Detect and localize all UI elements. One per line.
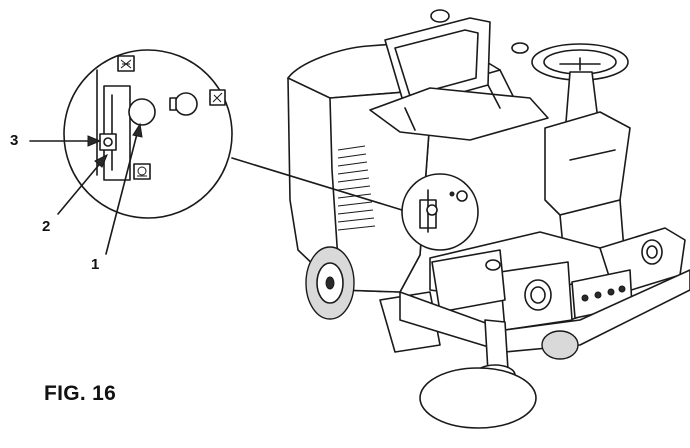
pictogram-icon <box>133 163 151 180</box>
detail-magnified-circle <box>63 49 233 219</box>
rear-wheel <box>305 246 355 320</box>
steering-wheel <box>531 43 629 123</box>
detail-leader-line <box>231 157 403 211</box>
operator-seat <box>369 17 549 141</box>
sweeper-machine <box>287 9 690 429</box>
pictogram-icon <box>209 89 226 106</box>
figure-title: FIG. 16 <box>44 382 117 405</box>
pictogram-icon <box>117 55 135 72</box>
selector-switch <box>99 133 117 151</box>
callout-label-1: 1 <box>91 256 100 273</box>
side-broom <box>419 319 537 429</box>
callout-arrows <box>29 122 143 255</box>
callout-label-2: 2 <box>42 218 51 235</box>
vent-grille <box>337 145 376 231</box>
indicator-knob <box>169 92 198 116</box>
key-switch <box>128 98 156 126</box>
detail-area-marker <box>401 173 479 251</box>
callout-label-3: 3 <box>10 132 19 149</box>
front-control-panel <box>499 261 633 331</box>
